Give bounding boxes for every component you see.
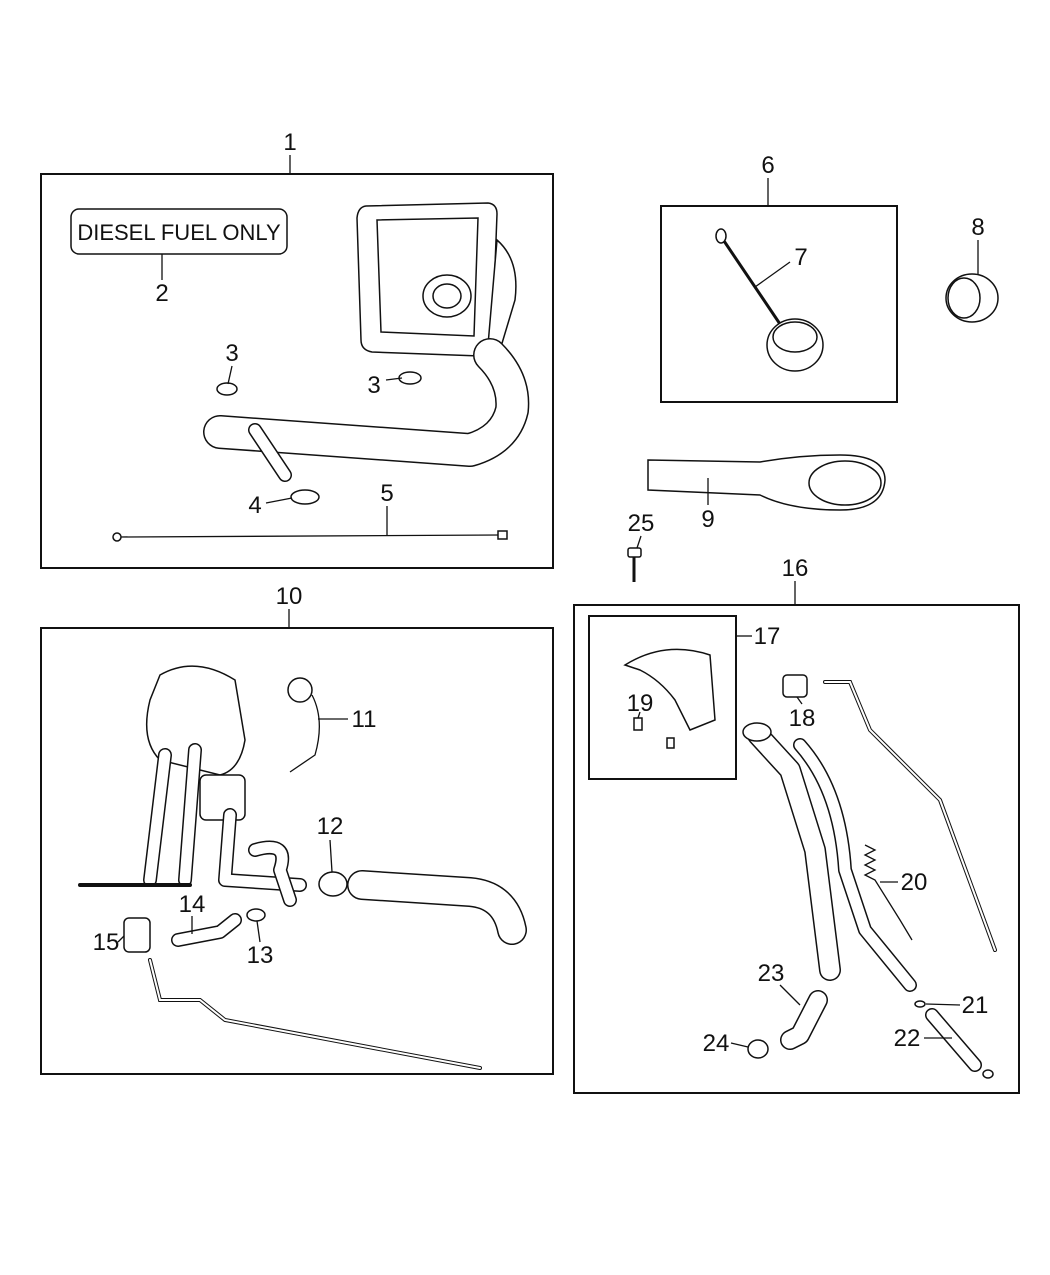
hose-22 [925, 1008, 994, 1079]
callout-25: 25 [628, 510, 655, 537]
hose-large [347, 870, 527, 945]
fuel-pump-module [78, 665, 307, 907]
fuel-filler-housing [356, 202, 517, 357]
hose-14 [171, 913, 242, 947]
group-box-17 [588, 615, 737, 780]
callout-17: 17 [754, 623, 781, 650]
callout-16: 16 [782, 555, 809, 582]
callout-10: 10 [276, 583, 303, 610]
fuel-cap [715, 228, 824, 372]
callout-14: 14 [179, 891, 206, 918]
callout-11: 11 [352, 706, 377, 733]
clamp-24 [747, 1039, 769, 1059]
filler-tube-16 [742, 722, 917, 992]
callout-4: 4 [248, 492, 261, 519]
callout-5: 5 [380, 480, 393, 507]
wire-20 [863, 844, 913, 941]
vent-tube [823, 680, 997, 952]
callout-24: 24 [703, 1030, 730, 1057]
clamp-4 [290, 489, 320, 505]
callout-3b: 3 [367, 372, 380, 399]
screws-19 [633, 717, 675, 749]
leader-lines [117, 155, 979, 1048]
clip-21 [914, 1000, 926, 1008]
clamp-3a [216, 382, 238, 396]
bracket-17 [623, 648, 716, 731]
group-box-6 [660, 205, 898, 403]
callout-7: 7 [794, 244, 807, 271]
callout-13: 13 [247, 942, 274, 969]
callout-3a: 3 [225, 340, 238, 367]
group-box-16 [573, 604, 1020, 1094]
callout-23: 23 [758, 960, 785, 987]
ground-strap [112, 530, 508, 542]
callout-15: 15 [93, 929, 120, 956]
clamp-13 [246, 908, 266, 922]
callout-8: 8 [971, 214, 984, 241]
callout-18: 18 [789, 705, 816, 732]
valve-15 [123, 917, 482, 1070]
hose-23 [780, 990, 828, 1050]
screw-25 [627, 547, 642, 582]
callout-19: 19 [627, 690, 654, 717]
valve-18 [782, 674, 808, 698]
callout-12: 12 [317, 813, 344, 840]
callout-1: 1 [283, 129, 296, 156]
clamp-3b [398, 371, 422, 385]
callout-2: 2 [155, 280, 168, 307]
ring-8 [945, 273, 999, 323]
group-box-10 [40, 627, 554, 1075]
diesel-label-sign: DIESEL FUEL ONLY [70, 208, 288, 255]
filler-neck-9 [647, 454, 886, 511]
callout-6: 6 [761, 152, 774, 179]
clamp-12 [318, 871, 348, 897]
filler-tube [203, 338, 530, 482]
svg-text:DIESEL FUEL ONLY: DIESEL FUEL ONLY [77, 220, 281, 245]
callout-21: 21 [962, 992, 989, 1019]
callout-22: 22 [894, 1025, 921, 1052]
callout-20: 20 [901, 869, 928, 896]
callout-9: 9 [701, 506, 714, 533]
wire-harness-11 [287, 677, 320, 773]
group-box-1 [40, 173, 554, 569]
